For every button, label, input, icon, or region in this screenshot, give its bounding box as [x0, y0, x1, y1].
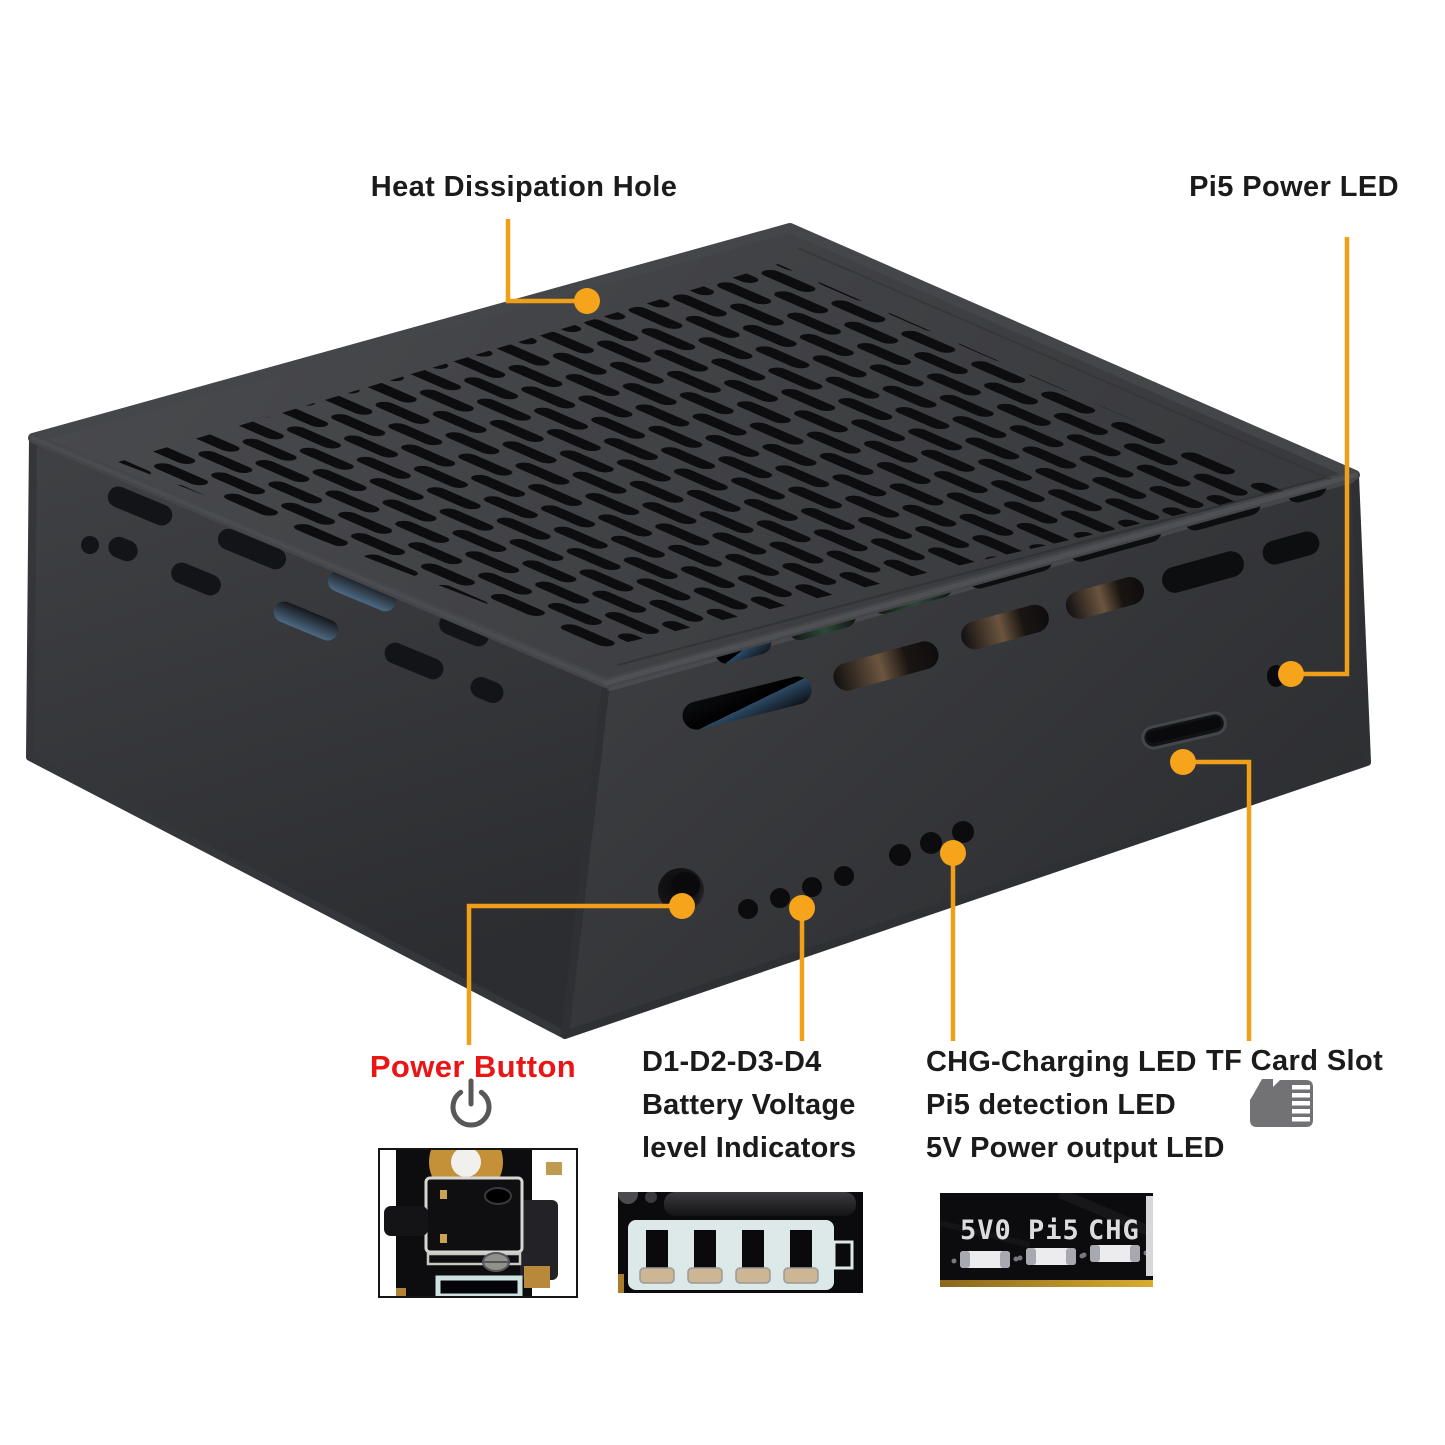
callout-line-power-button — [466, 903, 682, 1045]
pcb-shadow-rod — [664, 1192, 856, 1216]
status-led-chips — [951, 1245, 1149, 1268]
left-face-vent-slots — [81, 486, 504, 703]
callout-line-pi5-led — [1292, 237, 1350, 677]
label-pi5-power-led: Pi5 Power LED — [1189, 171, 1399, 203]
label-status-leds-line1: CHG-Charging LED — [926, 1046, 1197, 1078]
callout-dot-heat — [574, 288, 600, 314]
pcb-component — [520, 1200, 558, 1280]
label-power-button: Power Button — [369, 1049, 577, 1084]
callout-line-tf-card — [1183, 759, 1252, 1041]
label-status-leds-line2: Pi5 detection LED — [926, 1089, 1176, 1121]
callout-lines — [466, 219, 1350, 1045]
tf-card-icon — [1250, 1079, 1313, 1127]
power-icon — [450, 1078, 492, 1128]
power-button-photo-art — [384, 1150, 562, 1296]
callout-dots — [574, 288, 1304, 921]
label-battery-indicators-line1: D1-D2-D3-D4 — [642, 1046, 822, 1078]
pcb-label-chg: CHG — [1088, 1215, 1140, 1246]
heat-dissipation-vents — [118, 264, 1290, 648]
case-top-face — [28, 223, 1360, 688]
callout-dot-tf-card — [1170, 749, 1196, 775]
label-status-leds-line3: 5V Power output LED — [926, 1132, 1225, 1164]
battery-indicator-holes — [738, 866, 854, 919]
inset-status-led-photo: 5V0 Pi5 CHG — [940, 1193, 1153, 1287]
led-silkscreen-panel — [628, 1220, 854, 1290]
status-led-photo-art — [940, 1193, 1153, 1287]
label-tf-card-slot: TF Card Slot — [1206, 1045, 1384, 1077]
label-battery-indicators-line2: Battery Voltage — [642, 1089, 856, 1121]
callout-dot-status-leds — [940, 840, 966, 866]
label-battery-indicators: D1-D2-D3-D4 Battery Voltage level Indica… — [642, 1041, 856, 1170]
tf-card-slot-hole — [1141, 711, 1227, 750]
callout-dot-battery-indicators — [789, 895, 815, 921]
inset-power-button-photo — [378, 1148, 578, 1298]
pcb-label-pi5: Pi5 — [1028, 1215, 1080, 1246]
pcb-label-5v0: 5V0 — [960, 1215, 1012, 1246]
tactile-switch — [384, 1176, 524, 1272]
pcb-edge-gold — [940, 1280, 1153, 1287]
callout-dot-power-button — [669, 893, 695, 919]
label-heat-dissipation: Heat Dissipation Hole — [370, 171, 678, 203]
inset-battery-indicator-photo — [618, 1192, 863, 1293]
label-battery-indicators-line3: level Indicators — [642, 1132, 857, 1164]
label-status-leds: CHG-Charging LED Pi5 detection LED 5V Po… — [926, 1041, 1225, 1170]
indicator-pads-photo-art — [618, 1192, 863, 1293]
callout-dot-pi5-led — [1278, 661, 1304, 687]
callout-line-heat — [505, 219, 585, 304]
switch-plunger — [384, 1206, 428, 1236]
status-led-holes — [889, 821, 974, 866]
